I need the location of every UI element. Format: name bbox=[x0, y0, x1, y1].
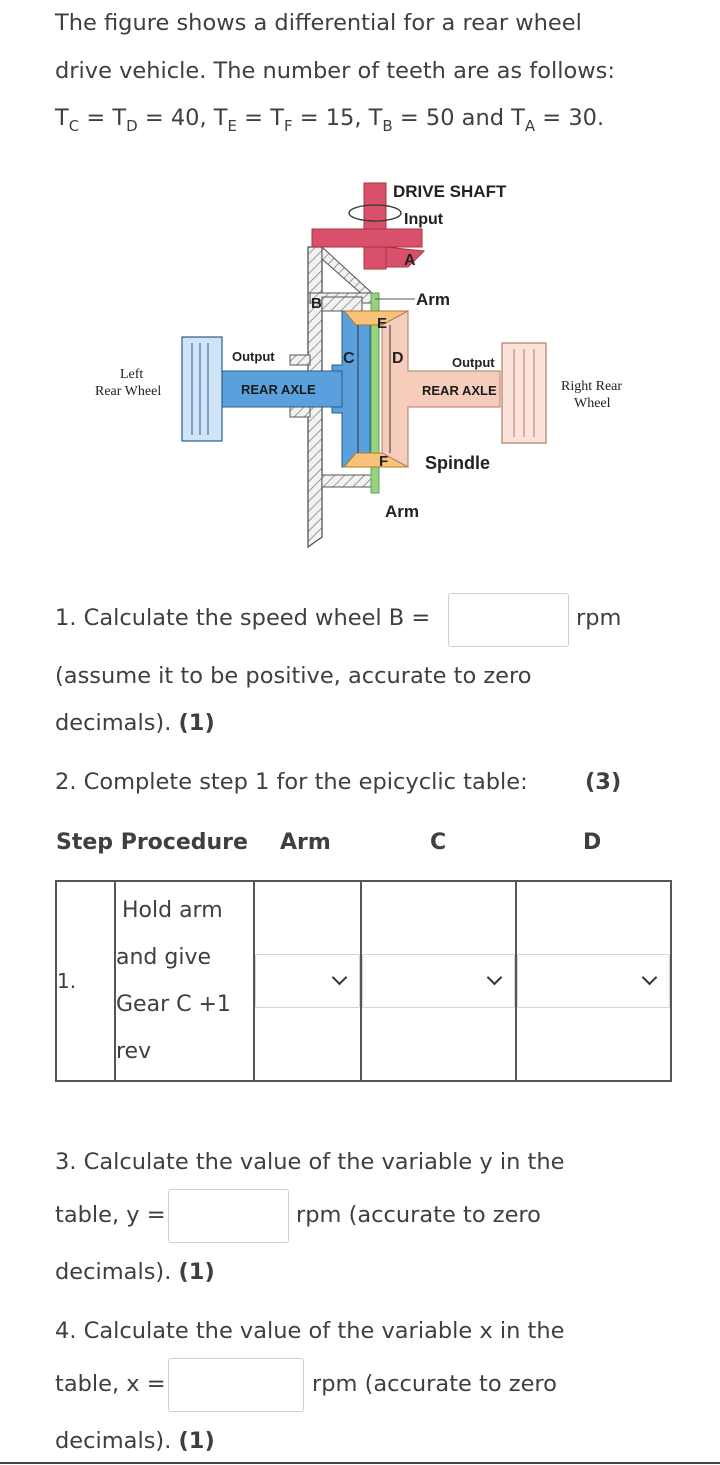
label-e: E bbox=[377, 315, 387, 332]
chevron-down-icon bbox=[641, 969, 658, 986]
differential-diagram: DRIVE SHAFT Input A B Arm E C D Output O… bbox=[95, 182, 622, 549]
label-input: Input bbox=[404, 211, 444, 228]
c-select[interactable] bbox=[362, 954, 515, 1008]
q4-line-1: 4. Calculate the value of the variable x… bbox=[55, 1318, 565, 1344]
q4-unit: rpm (accurate to zero bbox=[312, 1371, 557, 1397]
label-output-right: Output bbox=[452, 355, 495, 370]
q2-marks: (3) bbox=[585, 769, 622, 795]
housing-left-step-top bbox=[289, 354, 311, 366]
label-rear-axle-right: REAR AXLE bbox=[422, 383, 497, 398]
header-d: D bbox=[583, 830, 602, 855]
procedure-cell: Hold arm and give Gear C +1 rev bbox=[114, 880, 255, 1082]
table-row: 1. Hold arm and give Gear C +1 rev bbox=[55, 880, 672, 1082]
sub-d: D bbox=[126, 117, 138, 135]
gear-c bbox=[331, 310, 371, 468]
sub-e: E bbox=[227, 117, 238, 135]
q4-prefix: table, x = bbox=[55, 1371, 166, 1397]
q1-answer-input[interactable] bbox=[448, 593, 569, 647]
q4-marks: (1) bbox=[178, 1428, 215, 1454]
q3-unit: rpm (accurate to zero bbox=[296, 1202, 541, 1228]
q3-line-3: decimals). (1) bbox=[55, 1259, 215, 1285]
pinion-stub bbox=[363, 246, 387, 270]
arm-spindle bbox=[370, 292, 380, 494]
sub-f: F bbox=[283, 117, 293, 135]
eq-t: = T bbox=[237, 105, 284, 131]
label-right-wheel-1: Right Rear bbox=[561, 379, 622, 394]
sub-b: B bbox=[382, 117, 393, 135]
c-cell bbox=[360, 880, 517, 1082]
epicyclic-table: 1. Hold arm and give Gear C +1 rev bbox=[55, 880, 672, 1082]
procedure-line-4: rev bbox=[116, 1039, 152, 1064]
q3-decimals: decimals). bbox=[55, 1259, 172, 1285]
label-right-wheel-2: Wheel bbox=[574, 396, 611, 411]
d-cell bbox=[515, 880, 672, 1082]
q4-decimals: decimals). bbox=[55, 1428, 172, 1454]
q4-answer-input[interactable] bbox=[168, 1358, 304, 1412]
label-arm-top: Arm bbox=[416, 290, 450, 309]
left-axle bbox=[219, 370, 343, 408]
chevron-down-icon bbox=[331, 969, 348, 986]
drive-shaft-cross bbox=[311, 228, 423, 248]
arm-select[interactable] bbox=[255, 954, 360, 1008]
step-cell: 1. bbox=[55, 880, 116, 1082]
procedure-line-2: and give bbox=[116, 945, 212, 970]
label-spindle: Spindle bbox=[425, 453, 490, 473]
rotation-arrow-input bbox=[348, 204, 402, 222]
q4-line-3: decimals). (1) bbox=[55, 1428, 215, 1454]
arm-cell bbox=[253, 880, 362, 1082]
label-c: C bbox=[343, 350, 355, 367]
procedure-line-3: Gear C +1 bbox=[116, 992, 231, 1017]
value-a: = 30. bbox=[535, 105, 605, 131]
header-step-procedure: Step Procedure bbox=[56, 830, 248, 855]
label-left-wheel-2: Rear Wheel bbox=[95, 384, 161, 399]
problem-statement: The figure shows a differential for a re… bbox=[55, 0, 695, 143]
intro-line-2: drive vehicle. The number of teeth are a… bbox=[55, 57, 615, 84]
label-a: A bbox=[404, 252, 416, 269]
gear-d bbox=[381, 310, 501, 468]
label-arm-bottom: Arm bbox=[385, 502, 419, 521]
q3-line-1: 3. Calculate the value of the variable y… bbox=[55, 1149, 565, 1175]
header-arm: Arm bbox=[280, 830, 331, 855]
q1-line-3: decimals). (1) bbox=[55, 710, 215, 736]
q1-unit: rpm bbox=[576, 605, 622, 631]
q1-line-2: (assume it to be positive, accurate to z… bbox=[55, 663, 532, 689]
q1-text: 1. Calculate the speed wheel B = bbox=[55, 605, 431, 631]
teeth-values: TC = TD = 40, TE = TF = 15, TB = 50 and … bbox=[55, 95, 695, 143]
sub-c: C bbox=[68, 117, 80, 135]
label-left-wheel-1: Left bbox=[120, 367, 143, 382]
label-b: B bbox=[311, 295, 322, 312]
housing-bottom-rim bbox=[321, 474, 373, 488]
step-number: 1. bbox=[57, 969, 77, 993]
value-cd: = 40, T bbox=[137, 105, 228, 131]
value-ef: = 15, T bbox=[292, 105, 383, 131]
t-symbol: T bbox=[55, 105, 69, 131]
bottom-divider bbox=[0, 1462, 720, 1464]
label-d: D bbox=[392, 350, 404, 367]
intro-line-1: The figure shows a differential for a re… bbox=[55, 10, 582, 36]
sub-a: A bbox=[524, 117, 536, 135]
procedure-line-1: Hold arm bbox=[122, 898, 223, 923]
q3-answer-input[interactable] bbox=[168, 1189, 289, 1243]
value-b: = 50 and T bbox=[392, 105, 525, 131]
q3-marks: (1) bbox=[178, 1259, 215, 1285]
d-select[interactable] bbox=[517, 954, 670, 1008]
left-wheel bbox=[181, 336, 223, 442]
label-output-left: Output bbox=[232, 349, 275, 364]
q1-decimals: decimals). bbox=[55, 710, 172, 736]
label-drive-shaft: DRIVE SHAFT bbox=[393, 182, 507, 201]
q2-text: 2. Complete step 1 for the epicyclic tab… bbox=[55, 769, 528, 795]
housing-top-rim bbox=[321, 296, 363, 312]
header-c: C bbox=[430, 830, 447, 855]
q3-prefix: table, y = bbox=[55, 1202, 166, 1228]
label-rear-axle-left: REAR AXLE bbox=[241, 382, 316, 397]
label-f: F bbox=[379, 453, 388, 470]
chevron-down-icon bbox=[486, 969, 503, 986]
q1-marks: (1) bbox=[178, 710, 215, 736]
eq-t: = T bbox=[79, 105, 127, 131]
